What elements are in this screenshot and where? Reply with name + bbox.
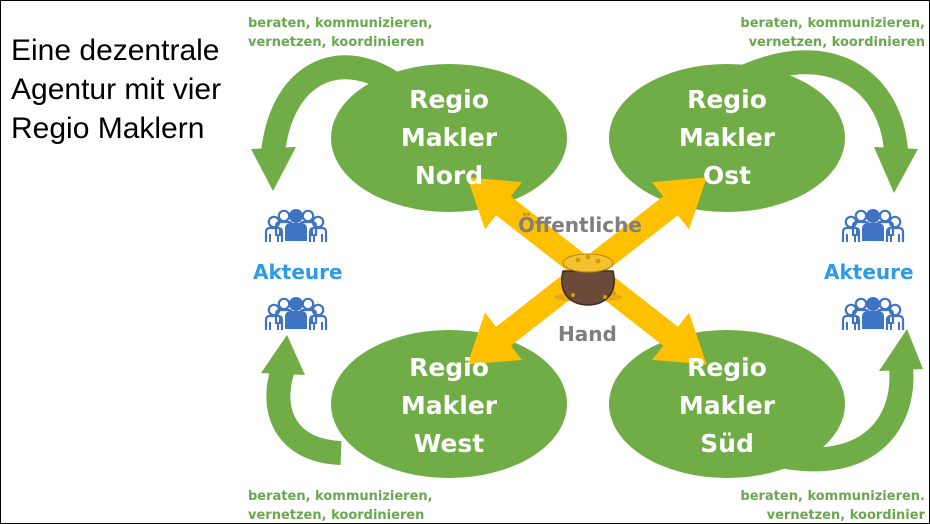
- actors-label-right: Akteure: [824, 260, 914, 284]
- caption-top-left: beraten, kommunizieren, vernetzen, koord…: [248, 14, 433, 52]
- region-word: Makler: [678, 123, 776, 152]
- center-label-top: Öffentliche: [518, 213, 642, 237]
- region-label-ost: Regio Makler Ost: [647, 81, 807, 195]
- ellipse-ost: [609, 64, 845, 212]
- region-word: Makler: [678, 391, 776, 420]
- curved-arrow-top-left: [251, 55, 400, 191]
- curved-arrow-bottom-left: [261, 335, 343, 465]
- region-word: Nord: [414, 161, 484, 190]
- ellipse-west: [331, 330, 567, 478]
- region-label-nord: Regio Makler Nord: [369, 81, 529, 195]
- title-line-2: Agentur mit vier: [11, 73, 222, 106]
- region-word: Regio: [409, 353, 489, 382]
- slide-title: Eine dezentrale Agentur mit vier Regio M…: [11, 31, 261, 148]
- region-word: Süd: [700, 429, 754, 458]
- region-word: Regio: [687, 353, 767, 382]
- actors-label-left: Akteure: [253, 260, 343, 284]
- people-group-icon-right-top: [843, 209, 903, 242]
- caption-line: vernetzen, koordinieren: [248, 35, 425, 50]
- ellipse-sued: [609, 330, 845, 478]
- caption-line: vernetzen, koordinier: [766, 508, 925, 523]
- caption-line: beraten, kommunizieren,: [248, 489, 433, 504]
- region-label-sued: Regio Makler Süd: [647, 349, 807, 463]
- title-line-1: Eine dezentrale: [11, 34, 220, 67]
- caption-line: vernetzen, koordinieren: [248, 508, 425, 523]
- ellipse-nord: [331, 64, 567, 212]
- people-group-icon-left-top: [266, 209, 326, 242]
- people-group-icon-right-bottom: [843, 297, 903, 330]
- caption-bottom-left: beraten, kommunizieren, vernetzen, koord…: [248, 487, 433, 523]
- region-word: Ost: [702, 161, 752, 190]
- region-word: Regio: [409, 85, 489, 114]
- region-label-west: Regio Makler West: [369, 349, 529, 463]
- region-word: Regio: [687, 85, 767, 114]
- curved-arrow-top-right: [741, 50, 918, 193]
- region-word: Makler: [400, 391, 498, 420]
- region-word: West: [413, 429, 485, 458]
- curved-arrow-bottom-right: [785, 329, 923, 472]
- title-line-3: Regio Maklern: [11, 112, 205, 145]
- region-word: Makler: [400, 123, 498, 152]
- caption-top-right: beraten, kommunizieren, vernetzen, koord…: [740, 14, 925, 52]
- center-label-bottom: Hand: [558, 322, 617, 346]
- money-pot-icon: [554, 253, 622, 306]
- caption-line: beraten, kommunizieren,: [248, 16, 433, 31]
- caption-bottom-right: beraten, kommunizieren. vernetzen, koord…: [740, 487, 925, 523]
- caption-line: beraten, kommunizieren.: [740, 489, 925, 504]
- people-group-icon-left-bottom: [266, 297, 326, 330]
- caption-line: vernetzen, koordinieren: [748, 35, 925, 50]
- caption-line: beraten, kommunizieren,: [740, 16, 925, 31]
